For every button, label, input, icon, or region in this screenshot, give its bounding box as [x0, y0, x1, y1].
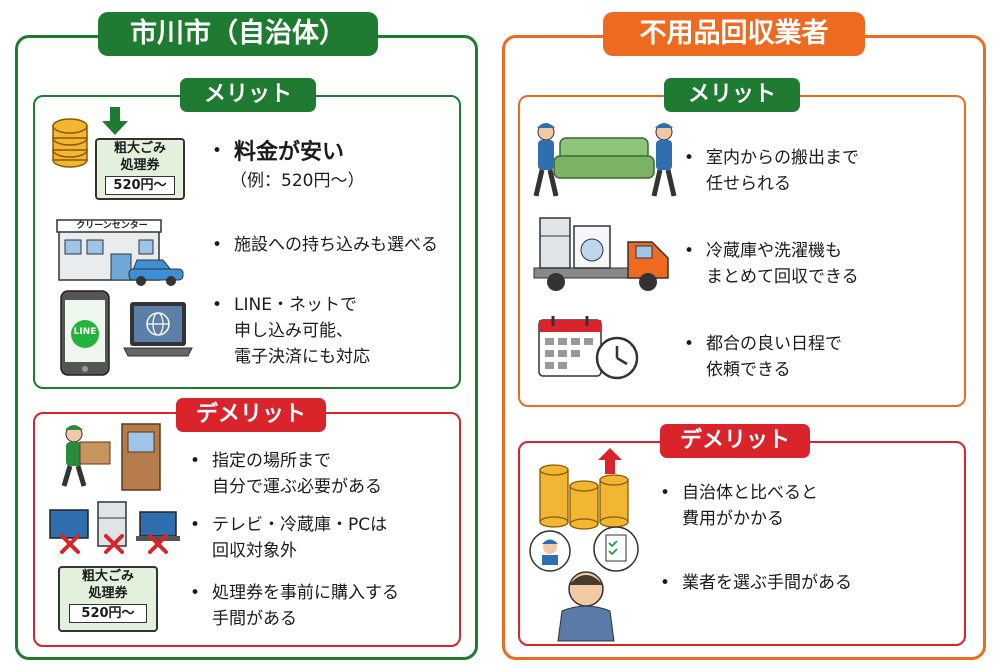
- merit-item-cheap-line1: 料金が安い: [234, 140, 345, 165]
- collector-merit-item-removal-line2: 任せられる: [706, 174, 791, 194]
- municipality-merit-label: メリット: [180, 78, 316, 112]
- collector-merit-item-removal: • 室内からの搬出まで 任せられる: [684, 145, 859, 197]
- ticket2-price: 520円〜: [68, 604, 148, 623]
- person-carrying-box-icon: [61, 423, 161, 491]
- collector-demerit-label: デメリット: [660, 424, 810, 458]
- merit-item-online-line2: 申し込み可能、: [234, 321, 353, 341]
- collector-merit-item-bulk-line1: 冷蔵庫や洗濯機も: [706, 241, 842, 261]
- ticket2-line1: 粗大ごみ: [81, 569, 134, 584]
- bullet: •: [660, 573, 671, 593]
- collector-demerit-item-cost-line2: 費用がかかる: [682, 509, 784, 529]
- bullet: •: [190, 515, 201, 535]
- bulky-garbage-ticket: 粗大ごみ 処理券 520円〜: [95, 138, 185, 200]
- demerit-item-ticket: • 処理券を事前に購入する 手間がある: [190, 580, 399, 632]
- ticket-line2: 処理券: [120, 158, 160, 173]
- collector-demerit-item-choose: • 業者を選ぶ手間がある: [660, 570, 852, 596]
- coin-stacks-up-arrow-icon: [539, 448, 629, 530]
- collector-merit-item-bulk: • 冷蔵庫や洗濯機も まとめて回収できる: [684, 238, 859, 290]
- bullet: •: [212, 295, 223, 315]
- collector-merit-item-bulk-line2: まとめて回収できる: [706, 267, 859, 287]
- laptop-globe-icon: [123, 302, 193, 357]
- merit-item-cheap-line2: （例：520円〜）: [230, 171, 365, 191]
- collector-title: 不用品回収業者: [603, 12, 865, 56]
- merit-item-online-line3: 電子決済にも対応: [234, 347, 370, 367]
- collector-demerit-item-cost-line1: 自治体と比べると: [682, 483, 818, 503]
- clean-center-building-icon: [56, 219, 184, 286]
- demerit-item-excluded: • テレビ・冷蔵庫・PCは 回収対象外: [190, 512, 387, 564]
- merit-item-cheap: • 料金が安い （例：520円〜）: [212, 138, 364, 194]
- collector-merit-item-schedule: • 都合の良い日程で 依頼できる: [684, 331, 842, 383]
- bullet: •: [684, 334, 695, 354]
- collector-merit-item-schedule-line2: 依頼できる: [706, 360, 791, 380]
- bullet: •: [212, 141, 223, 161]
- ticket-price: 520円〜: [104, 176, 176, 195]
- demerit-item-excluded-line1: テレビ・冷蔵庫・PCは: [212, 515, 388, 535]
- collector-merit-item-removal-line1: 室内からの搬出まで: [706, 148, 859, 168]
- bullet: •: [212, 235, 223, 255]
- merit-item-online-line1: LINE・ネットで: [234, 295, 357, 315]
- collector-merit-item-schedule-line1: 都合の良い日程で: [706, 334, 842, 354]
- bullet: •: [684, 241, 695, 261]
- bullet: •: [190, 583, 201, 603]
- movers-carrying-sofa-icon: [533, 123, 677, 197]
- bullet: •: [190, 451, 201, 471]
- demerit-item-ticket-line1: 処理券を事前に購入する: [212, 583, 399, 603]
- collector-demerit-item-choose-line1: 業者を選ぶ手間がある: [682, 573, 852, 593]
- calendar-clock-icon: [538, 316, 639, 380]
- merit-item-facility: • 施設への持ち込みも選べる: [212, 232, 438, 258]
- merit-item-online: • LINE・ネットで 申し込み可能、 電子決済にも対応: [212, 292, 370, 370]
- demerit-item-carry: • 指定の場所まで 自分で運ぶ必要がある: [190, 448, 382, 500]
- bullet: •: [660, 483, 671, 503]
- municipality-demerit-label: デメリット: [176, 398, 326, 432]
- excluded-appliances-icon: [49, 501, 180, 554]
- municipality-title: 市川市（自治体）: [98, 12, 378, 56]
- bullet: •: [684, 148, 695, 168]
- down-arrow-icon: [102, 107, 128, 135]
- ticket2-line2: 処理券: [88, 586, 128, 601]
- demerit-item-excluded-line2: 回収対象外: [212, 541, 297, 561]
- clean-center-sign: クリーンセンター: [76, 221, 148, 231]
- thinking-person-icon: [529, 526, 639, 642]
- bulky-garbage-ticket-2: 粗大ごみ 処理券 520円〜: [58, 566, 158, 632]
- line-app-label: LINE: [73, 327, 97, 337]
- collector-demerit-item-cost: • 自治体と比べると 費用がかかる: [660, 480, 818, 532]
- demerit-item-carry-line1: 指定の場所まで: [212, 451, 331, 471]
- ticket-line1: 粗大ごみ: [113, 141, 166, 156]
- coins-icon: [52, 118, 88, 168]
- collector-merit-label: メリット: [664, 78, 800, 112]
- demerit-item-carry-line2: 自分で運ぶ必要がある: [212, 477, 382, 497]
- demerit-item-ticket-line2: 手間がある: [212, 609, 297, 629]
- smartphone-icon: [60, 290, 110, 376]
- truck-with-appliances-icon: [533, 217, 669, 291]
- merit-item-facility-line1: 施設への持ち込みも選べる: [234, 235, 438, 255]
